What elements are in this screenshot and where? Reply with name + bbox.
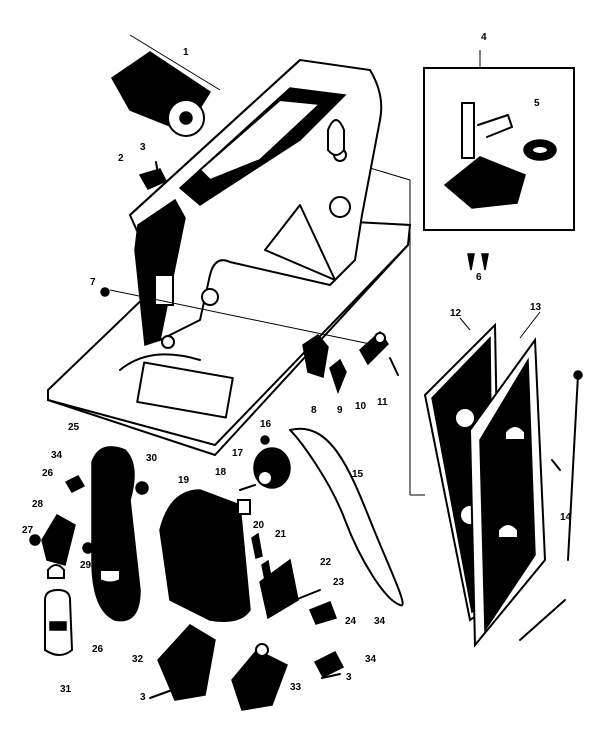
part-10-component [359, 330, 389, 366]
callout-31: 31 [60, 684, 72, 695]
callout-1: 1 [183, 47, 189, 58]
machine-arm [128, 58, 383, 342]
callout-18: 18 [215, 467, 227, 478]
part-23-screw [294, 589, 321, 601]
part-27-screw [29, 534, 41, 546]
callout-34-mid: 34 [374, 616, 386, 627]
part-28-connector [41, 513, 76, 579]
part-32-switch-block [157, 624, 216, 701]
part-1-motor [111, 51, 212, 137]
callout-23: 23 [333, 577, 345, 588]
callout-11: 11 [377, 397, 388, 408]
callout-13: 13 [530, 302, 542, 313]
callout-34-left: 34 [51, 450, 63, 461]
callout-3: 3 [140, 142, 146, 153]
callout-24: 24 [345, 616, 357, 627]
callout-29: 29 [80, 560, 92, 571]
callout-32: 32 [132, 654, 144, 665]
part-14-rods [519, 370, 583, 641]
callout-25: 25 [68, 422, 80, 433]
callout-5: 5 [534, 98, 540, 109]
part-34-clip [313, 651, 345, 678]
callout-12: 12 [450, 308, 462, 319]
part-29-screw [82, 542, 94, 554]
part-4-inset-box [423, 67, 575, 231]
part-22-bracket [259, 558, 299, 620]
part-3-screws-bottom [149, 673, 341, 699]
callout-3-bottom-left: 3 [140, 692, 146, 703]
callout-33: 33 [290, 682, 302, 693]
callout-19: 19 [178, 475, 190, 486]
callout-8: 8 [311, 405, 317, 416]
part-17-pulley [239, 435, 291, 491]
callout-6: 6 [476, 272, 482, 283]
callout-21: 21 [275, 529, 287, 540]
part-31-plug [44, 588, 74, 656]
callout-3-bottom-right: 3 [346, 672, 352, 683]
callout-15: 15 [352, 469, 364, 480]
callout-27: 27 [22, 525, 34, 536]
part-13-face-plate [468, 337, 547, 648]
callout-26-bottom: 26 [92, 644, 104, 655]
callout-34-right: 34 [365, 654, 377, 665]
part-25-housing [91, 446, 141, 622]
part-15-belt [289, 427, 404, 607]
part-33-foot-control [231, 643, 288, 711]
callout-14: 14 [560, 512, 572, 523]
part-9-component [329, 358, 347, 395]
part-30-screw [135, 481, 149, 495]
part-6-screws [467, 253, 489, 271]
needle-bar-assembly [134, 198, 186, 349]
callout-10: 10 [355, 401, 367, 412]
callout-20: 20 [253, 520, 265, 531]
callout-labels: 1 2 3 4 5 6 7 8 9 10 11 12 13 14 15 16 1… [22, 32, 572, 703]
callout-26-left: 26 [42, 468, 54, 479]
callout-9: 9 [337, 405, 343, 416]
callout-22: 22 [320, 557, 332, 568]
callout-30: 30 [146, 453, 158, 464]
callout-16: 16 [260, 419, 272, 430]
part-24-clip [309, 601, 337, 625]
leader-lines [109, 34, 541, 496]
callout-4: 4 [481, 32, 487, 43]
part-26-screw [64, 475, 86, 493]
part-19-motor-housing [159, 489, 251, 622]
part-2-bracket [138, 161, 168, 190]
callout-28: 28 [32, 499, 44, 510]
part-7-screw [100, 287, 110, 297]
callout-17: 17 [232, 448, 244, 459]
callout-7: 7 [90, 277, 96, 288]
part-8-component [302, 334, 329, 378]
part-11-screw [389, 357, 399, 376]
callout-2: 2 [118, 153, 124, 164]
